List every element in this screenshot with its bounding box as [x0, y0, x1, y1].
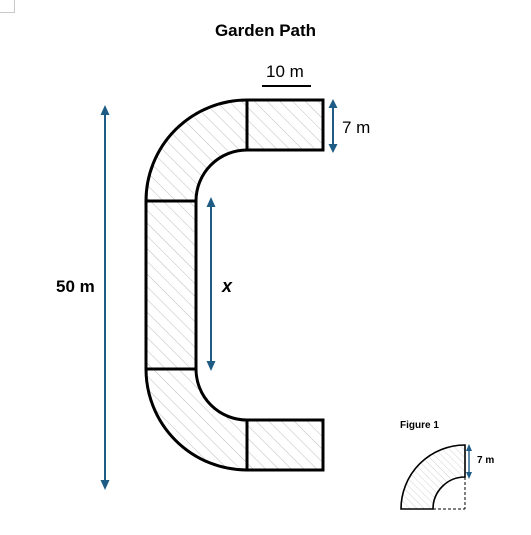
figure-width-arrow	[466, 444, 472, 479]
diagram-title: Garden Path	[214, 21, 317, 40]
corner-mark	[0, 0, 15, 13]
figure-quarter-ring	[400, 444, 466, 510]
inner-length-label: x	[222, 276, 233, 296]
path-shape	[144, 98, 325, 472]
total-height-label: 50 m	[56, 277, 95, 296]
figure-title: Figure 1	[400, 420, 439, 431]
inner-length-arrow	[206, 197, 216, 371]
figure-width-label: 7 m	[477, 455, 495, 466]
height-arrow	[328, 99, 338, 153]
top-width-label: 10 m	[266, 62, 304, 81]
total-height-arrow	[100, 105, 110, 490]
top-height-label: 7 m	[342, 118, 371, 137]
